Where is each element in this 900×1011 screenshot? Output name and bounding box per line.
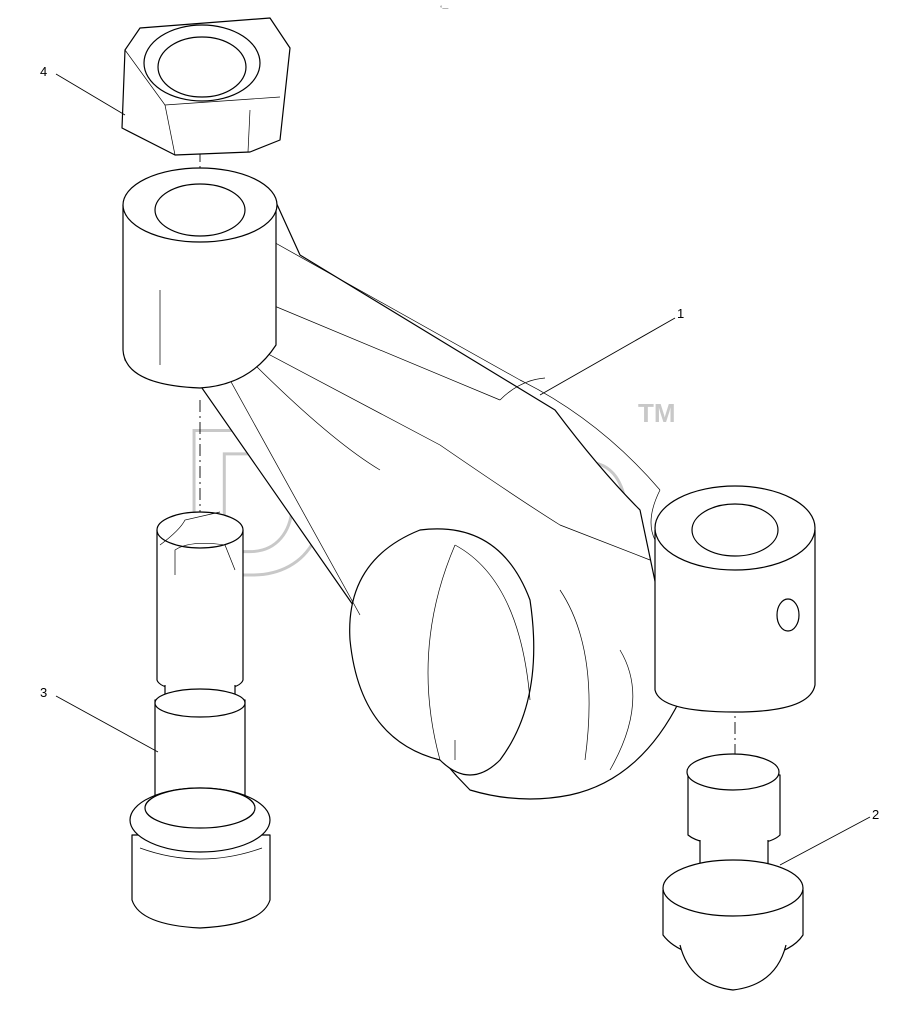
rocker-arm — [122, 167, 816, 800]
push-rod-socket — [129, 511, 271, 929]
watermark-tm: TM — [638, 398, 676, 428]
header-mark: °— — [440, 6, 448, 12]
leader-lines — [55, 73, 871, 866]
callout-3: 3 — [40, 685, 47, 700]
callouts: 4 1 3 2 — [40, 64, 879, 822]
callout-2: 2 — [872, 807, 879, 822]
adjusting-screw — [662, 753, 804, 991]
lock-nut — [121, 17, 291, 156]
callout-4: 4 — [40, 64, 47, 79]
callout-1: 1 — [677, 306, 684, 321]
